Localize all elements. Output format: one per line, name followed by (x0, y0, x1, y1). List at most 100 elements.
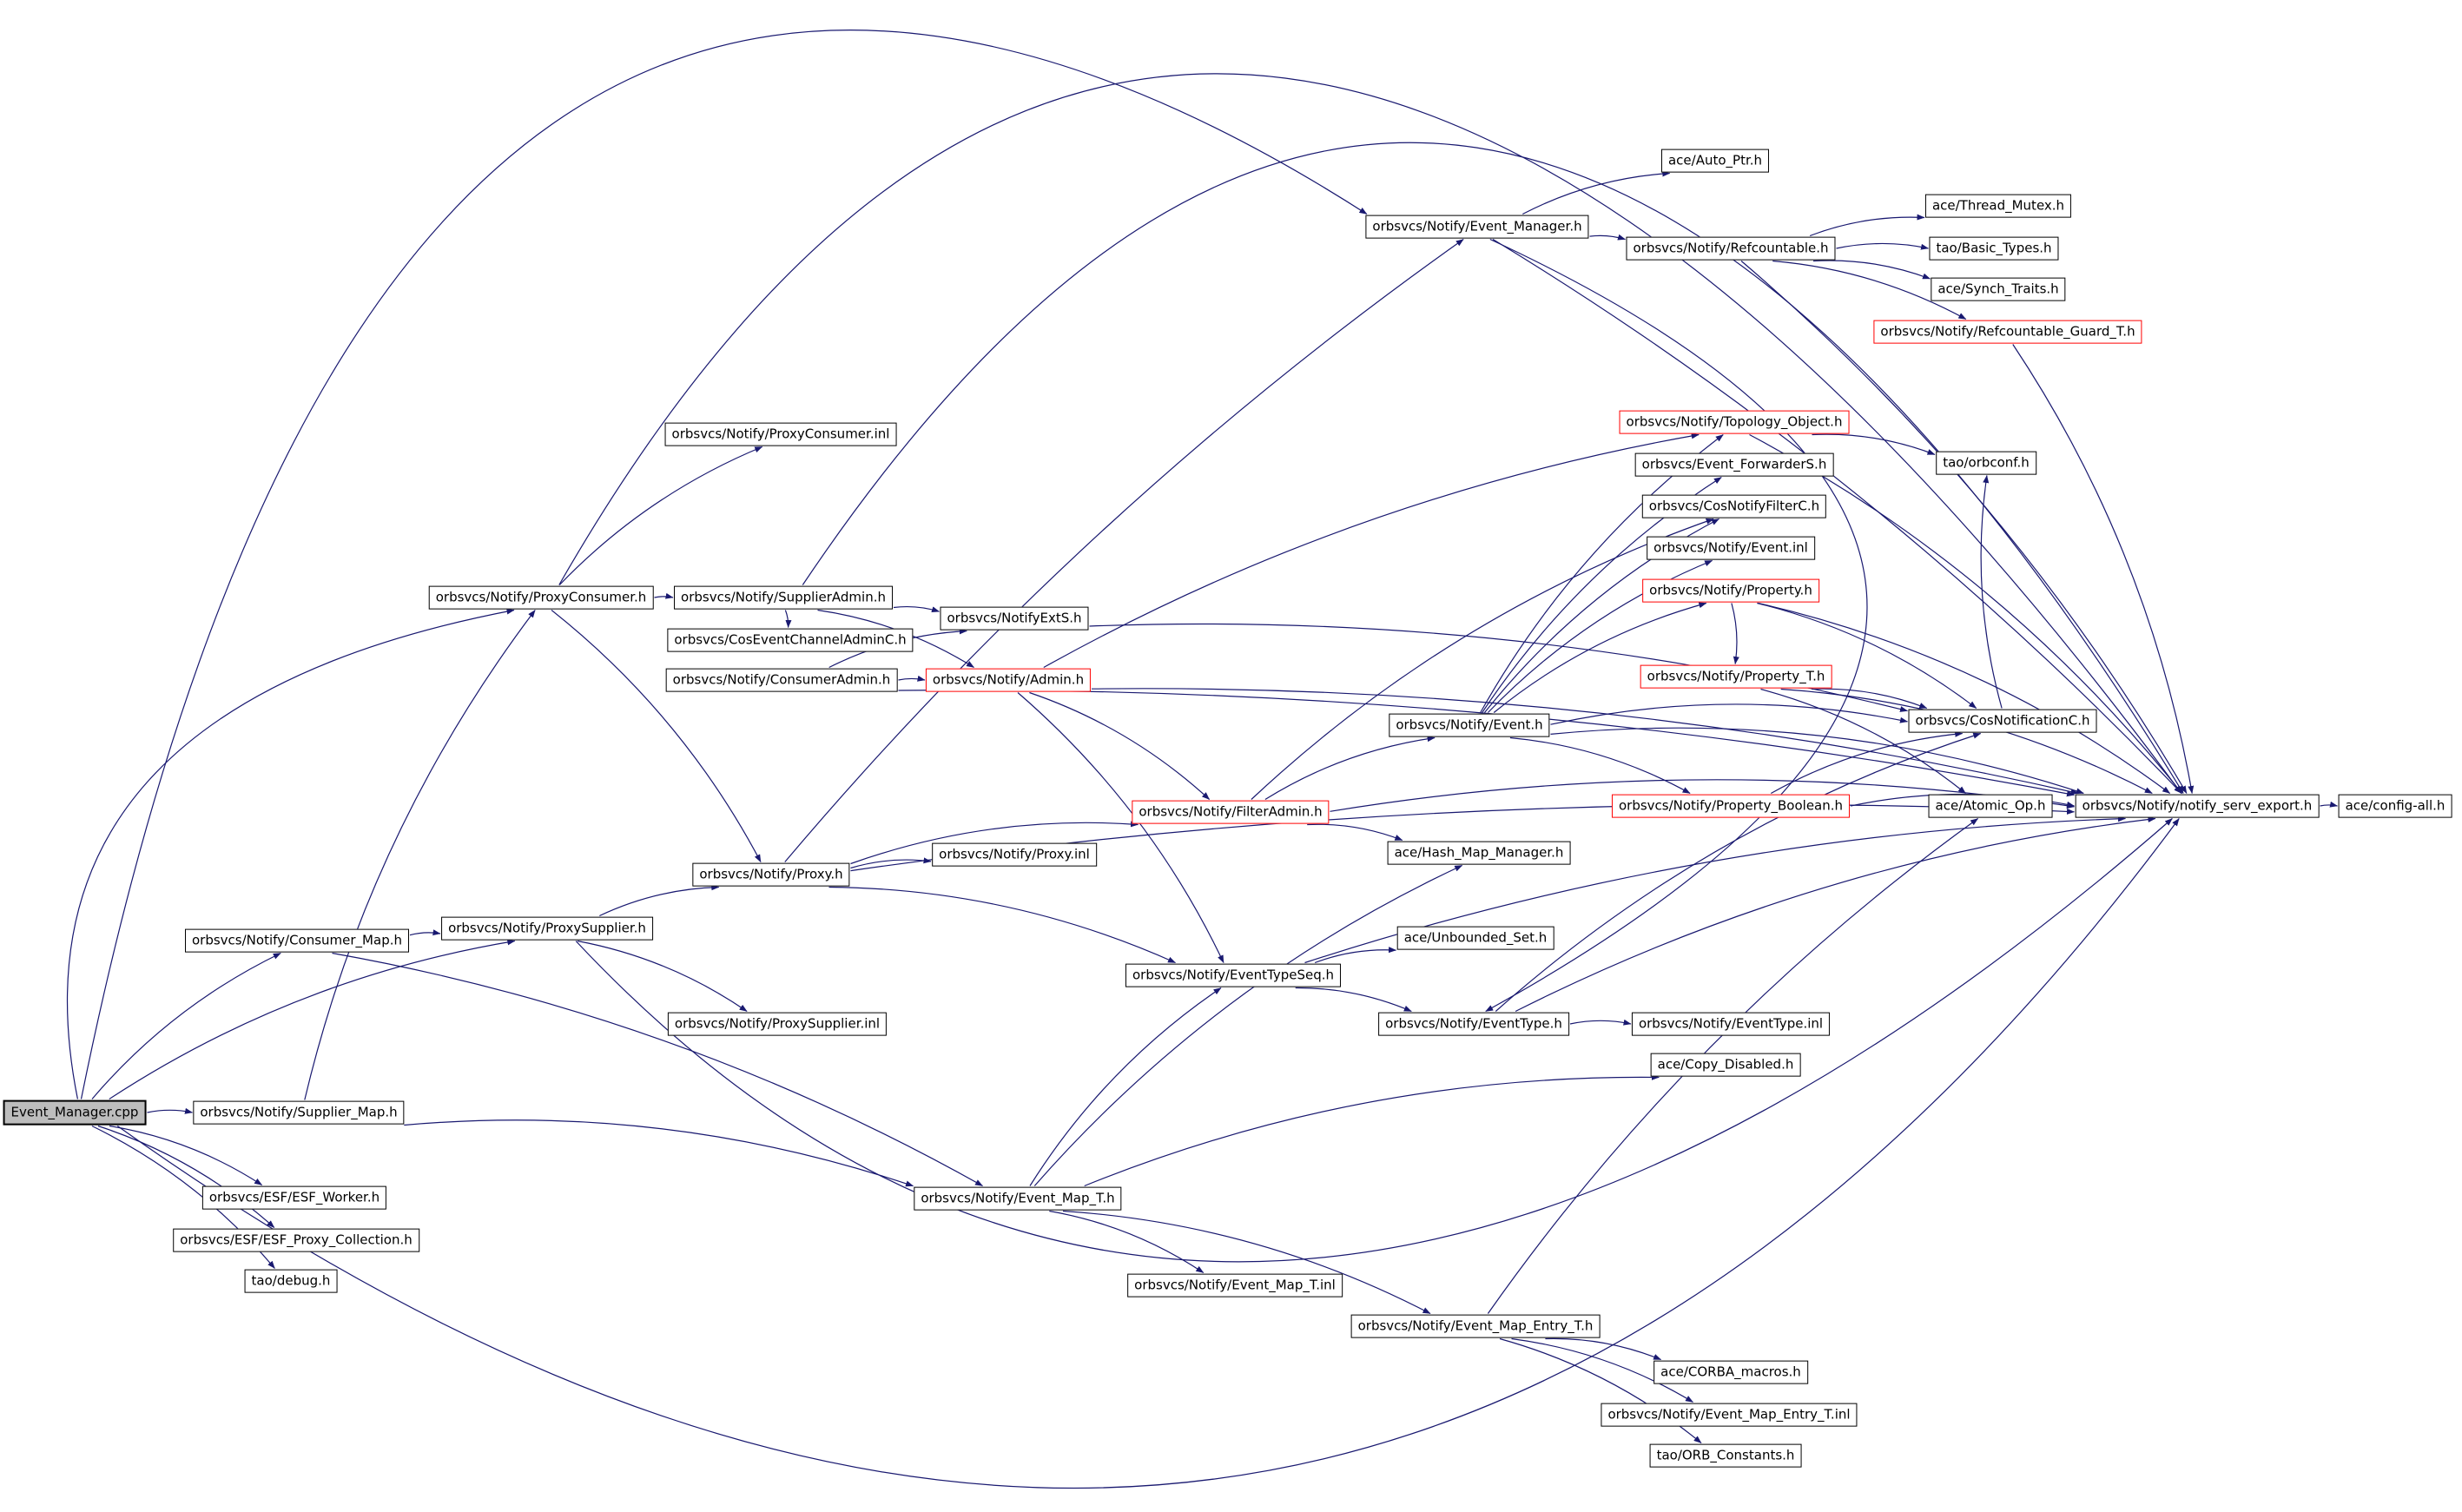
edge-property_t--atomic_op (1760, 688, 1966, 794)
edge-refcountable--thread_mutex (1809, 214, 1925, 237)
edge-property_t--notify_serv_export (1780, 688, 2153, 795)
edge-topology_object--orbconf (1812, 433, 1936, 455)
node-proxy_inl[interactable]: orbsvcs/Notify/Proxy.inl (932, 842, 1097, 867)
edge-event_map_t--event_map_entry_t (1062, 1210, 1431, 1315)
node-proxyconsumer[interactable]: orbsvcs/Notify/ProxyConsumer.h (428, 585, 654, 610)
node-eventtype[interactable]: orbsvcs/Notify/EventType.h (1378, 1012, 1569, 1036)
node-proxyconsumer_inl[interactable]: orbsvcs/Notify/ProxyConsumer.inl (664, 422, 897, 446)
node-notify_serv_export[interactable]: orbsvcs/Notify/notify_serv_export.h (2075, 794, 2320, 818)
edge-supplier_map--proxyconsumer (304, 610, 536, 1100)
node-proxy[interactable]: orbsvcs/Notify/Proxy.h (692, 862, 850, 887)
node-atomic_op[interactable]: ace/Atomic_Op.h (1928, 794, 2053, 818)
edge-refcountable--refcountable_guard (1772, 260, 1967, 320)
node-synch_traits[interactable]: ace/Synch_Traits.h (1931, 277, 2066, 301)
node-filteradmin[interactable]: orbsvcs/Notify/FilterAdmin.h (1132, 800, 1330, 824)
node-event_forwarders[interactable]: orbsvcs/Event_ForwarderS.h (1634, 452, 1834, 477)
node-event_manager_cpp: Event_Manager.cpp (3, 1099, 147, 1126)
edge-eventtypeseq--unbounded_set (1314, 947, 1396, 964)
node-copy_disabled[interactable]: ace/Copy_Disabled.h (1650, 1053, 1801, 1077)
edge-event_map_entry_t--atomic_op (1487, 818, 1979, 1314)
edge-supplier_map--event_map_t (404, 1119, 914, 1187)
edge-event_manager_h--notify_serv_export (1492, 238, 2182, 794)
node-admin[interactable]: orbsvcs/Notify/Admin.h (925, 668, 1092, 692)
node-refcountable_guard[interactable]: orbsvcs/Notify/Refcountable_Guard_T.h (1873, 320, 2142, 344)
edge-property--cosnotificationc (1757, 602, 1977, 709)
node-auto_ptr[interactable]: ace/Auto_Ptr.h (1660, 149, 1770, 173)
node-thread_mutex[interactable]: ace/Thread_Mutex.h (1924, 194, 2072, 218)
node-consumeradmin[interactable]: orbsvcs/Notify/ConsumerAdmin.h (665, 668, 898, 692)
edge-event_map_entry_t--corba_macros (1545, 1337, 1662, 1361)
edge-proxyconsumer--notify_serv_export (558, 73, 2182, 794)
edge-consumer_map--proxysupplier (409, 929, 441, 936)
node-esf_worker[interactable]: orbsvcs/ESF/ESF_Worker.h (201, 1185, 387, 1210)
edge-event_manager_cpp--event_manager_h (80, 30, 1368, 1099)
edge-proxysupplier--proxysupplier_inl (577, 940, 748, 1012)
node-event_inl[interactable]: orbsvcs/Notify/Event.inl (1647, 536, 1815, 560)
edge-event_h--cosnotificationc (1550, 703, 1908, 725)
edge-consumer_map--event_map_t (332, 952, 983, 1187)
edge-event_manager_cpp--consumer_map (91, 952, 281, 1099)
edge-proxysupplier--proxy (599, 884, 720, 917)
node-event_manager_h[interactable]: orbsvcs/Notify/Event_Manager.h (1365, 215, 1589, 239)
edge-eventtype--eventtype_inl (1569, 1019, 1632, 1026)
node-orbconf[interactable]: tao/orbconf.h (1936, 451, 2036, 475)
node-property_boolean[interactable]: orbsvcs/Notify/Property_Boolean.h (1611, 794, 1851, 818)
node-eventtype_inl[interactable]: orbsvcs/Notify/EventType.inl (1631, 1012, 1831, 1036)
edge-proxyconsumer--supplieradmin (654, 592, 674, 599)
edge-proxy--filteradmin (850, 821, 1139, 865)
node-cosnotifyfilterc[interactable]: orbsvcs/CosNotifyFilterC.h (1641, 494, 1827, 518)
edge-admin--eventtypeseq (1017, 692, 1224, 963)
edge-event_manager_cpp--proxyconsumer (66, 608, 515, 1099)
edge-proxyconsumer--proxy (551, 610, 762, 862)
edge-refcountable_guard--notify_serv_export (2012, 344, 2195, 794)
edge-event_h--property_boolean (1509, 736, 1691, 795)
node-config_all[interactable]: ace/config-all.h (2338, 794, 2452, 818)
node-unbounded_set[interactable]: ace/Unbounded_Set.h (1396, 926, 1554, 950)
node-consumer_map[interactable]: orbsvcs/Notify/Consumer_Map.h (185, 928, 409, 953)
node-esf_proxy_collection[interactable]: orbsvcs/ESF/ESF_Proxy_Collection.h (173, 1228, 419, 1252)
edge-consumeradmin--admin (898, 675, 926, 682)
edge-eventtype--notify_serv_export (1515, 816, 2156, 1013)
edge-refcountable--notify_serv_export (1740, 261, 2188, 794)
node-event_h[interactable]: orbsvcs/Notify/Event.h (1389, 713, 1550, 737)
node-cosnotificationc[interactable]: orbsvcs/CosNotificationC.h (1908, 709, 2097, 733)
node-property[interactable]: orbsvcs/Notify/Property.h (1642, 578, 1819, 603)
edge-filteradmin--notify_serv_export (1330, 779, 2075, 812)
edge-eventtypeseq--eventtype (1295, 987, 1412, 1013)
node-proxysupplier_inl[interactable]: orbsvcs/Notify/ProxySupplier.inl (667, 1012, 888, 1036)
node-corba_macros[interactable]: ace/CORBA_macros.h (1653, 1360, 1808, 1384)
node-event_map_t[interactable]: orbsvcs/Notify/Event_Map_T.h (914, 1186, 1122, 1211)
edge-proxy--event_manager_h (784, 239, 1464, 862)
edge-cosnotificationc--orbconf (1980, 475, 2003, 709)
node-hash_map_manager[interactable]: ace/Hash_Map_Manager.h (1387, 841, 1571, 865)
edge-event_map_entry_t--event_map_entry_t_inl (1511, 1337, 1693, 1403)
node-eventtypeseq[interactable]: orbsvcs/Notify/EventTypeSeq.h (1125, 963, 1342, 987)
edge-filteradmin--cosnotifyfilterc (1251, 518, 1714, 800)
edge-notify_serv_export--config_all (2320, 801, 2338, 808)
node-supplier_map[interactable]: orbsvcs/Notify/Supplier_Map.h (193, 1100, 405, 1125)
node-refcountable[interactable]: orbsvcs/Notify/Refcountable.h (1626, 236, 1836, 261)
edge-topology_object--notify_serv_export (1749, 433, 2182, 794)
node-supplieradmin[interactable]: orbsvcs/Notify/SupplierAdmin.h (674, 585, 893, 610)
node-event_map_entry_t[interactable]: orbsvcs/Notify/Event_Map_Entry_T.h (1350, 1314, 1601, 1338)
node-event_map_t_inl[interactable]: orbsvcs/Notify/Event_Map_T.inl (1127, 1273, 1343, 1297)
node-event_map_entry_t_inl[interactable]: orbsvcs/Notify/Event_Map_Entry_T.inl (1601, 1403, 1858, 1427)
edge-admin--filteradmin (1029, 691, 1211, 800)
node-notifyexts[interactable]: orbsvcs/NotifyExtS.h (940, 606, 1089, 631)
edge-admin--notify_serv_export (1091, 688, 2079, 796)
node-property_t[interactable]: orbsvcs/Notify/Property_T.h (1640, 664, 1832, 689)
edge-event_manager_cpp--supplier_map (147, 1107, 193, 1114)
edge-filteradmin--event_h (1264, 736, 1436, 801)
node-tao_debug[interactable]: tao/debug.h (244, 1269, 338, 1293)
node-topology_object[interactable]: orbsvcs/Notify/Topology_Object.h (1619, 410, 1850, 434)
edge-property--notify_serv_export (1758, 602, 2171, 794)
edge-event_manager_cpp--esf_worker (109, 1125, 263, 1186)
edge-event_manager_h--auto_ptr (1522, 170, 1671, 215)
node-proxysupplier[interactable]: orbsvcs/Notify/ProxySupplier.h (441, 916, 653, 941)
node-orb_constants[interactable]: tao/ORB_Constants.h (1649, 1443, 1802, 1468)
edge-proxyconsumer--proxyconsumer_inl (558, 446, 763, 585)
node-coseventchanneladminc[interactable]: orbsvcs/CosEventChannelAdminC.h (667, 628, 914, 652)
node-basic_types[interactable]: tao/Basic_Types.h (1929, 236, 2059, 261)
